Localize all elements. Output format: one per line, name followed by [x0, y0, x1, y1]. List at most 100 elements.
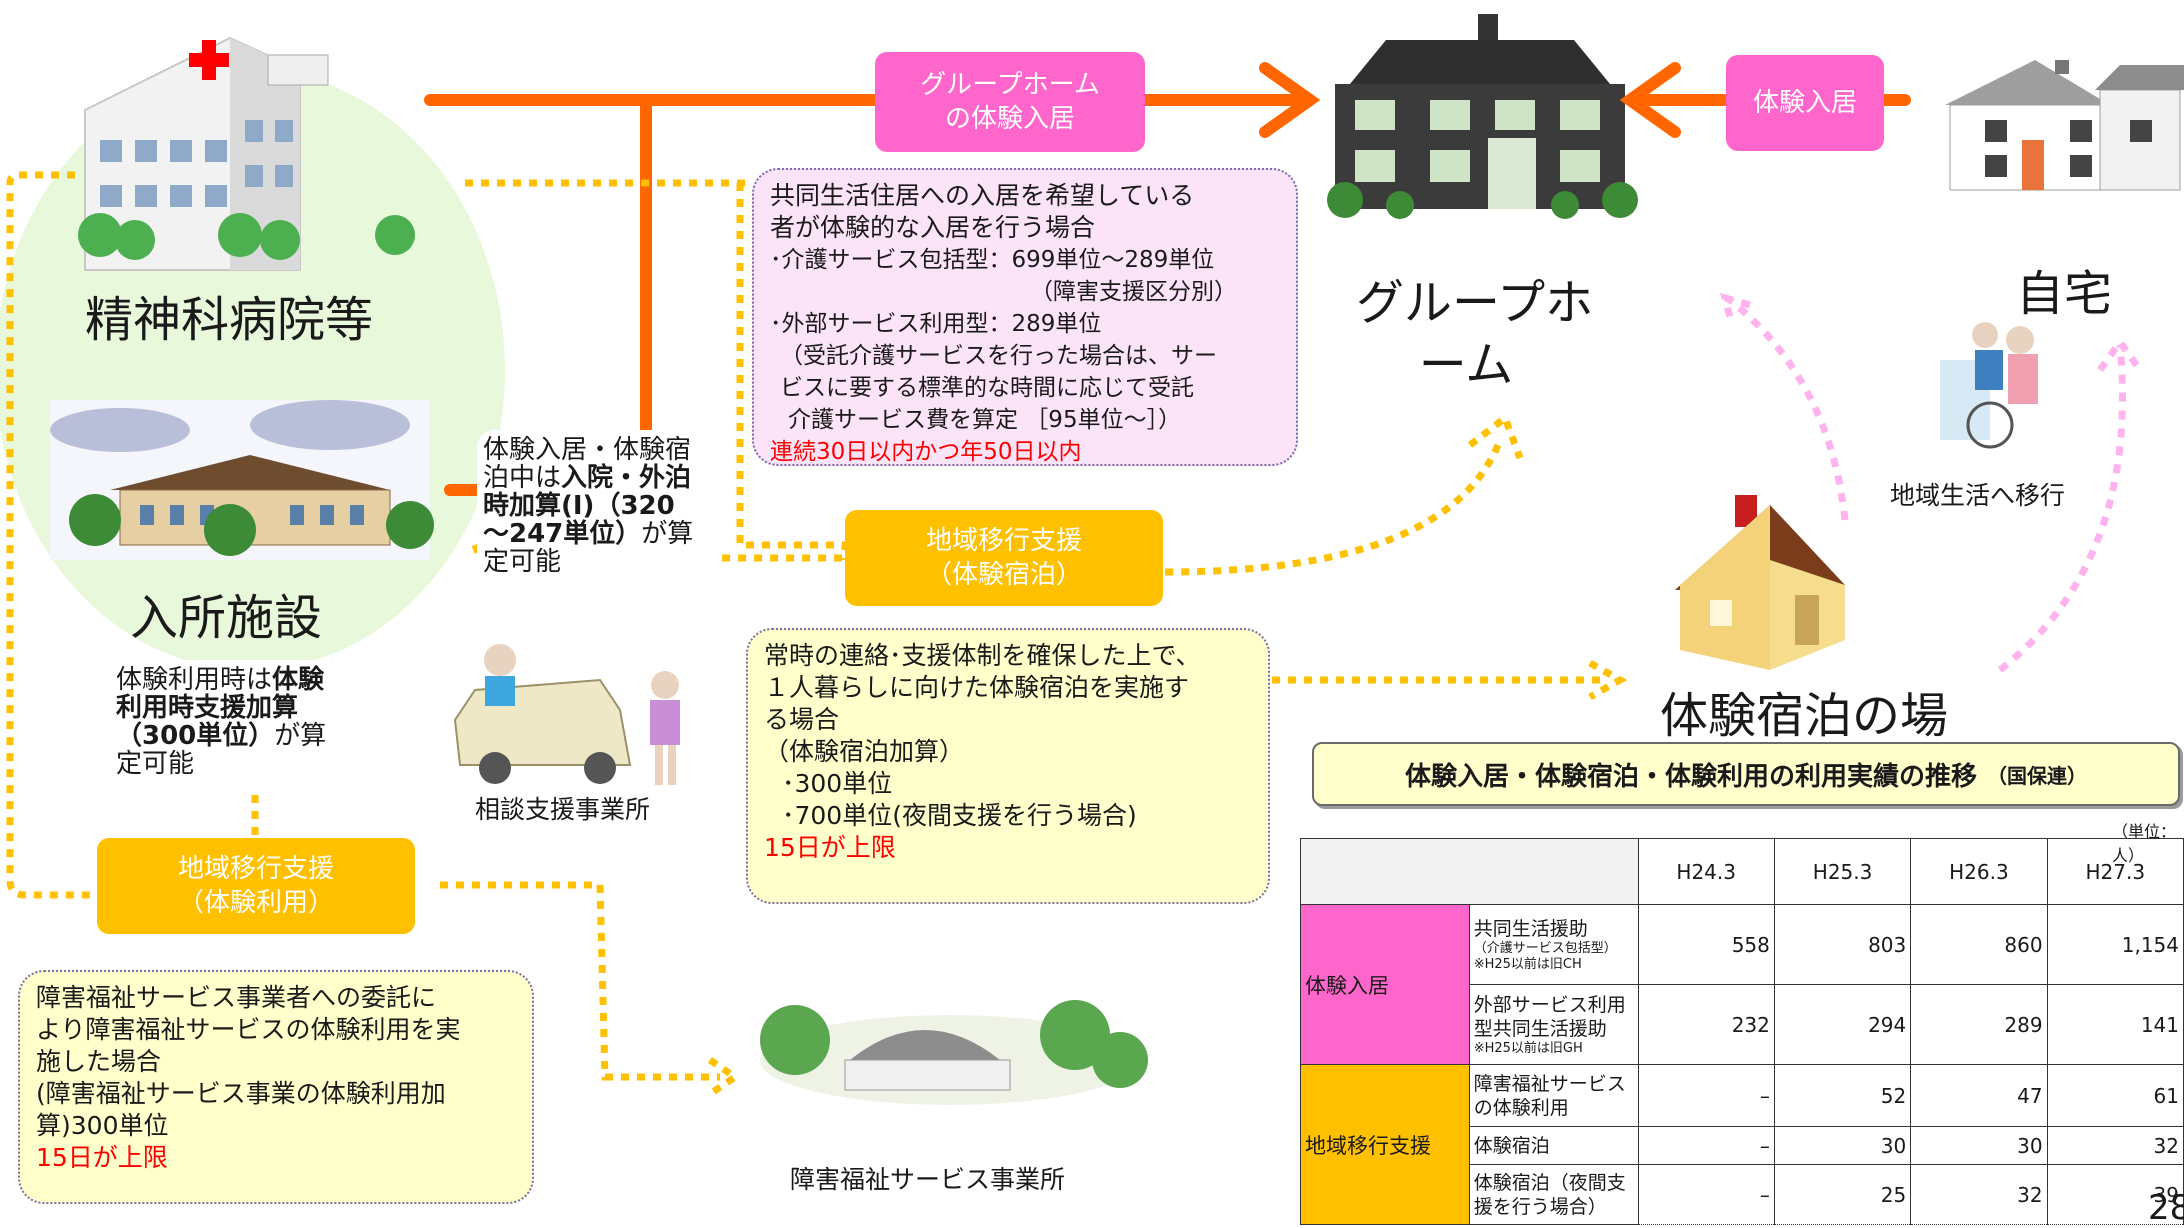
home-house-illustration	[1945, 60, 2184, 191]
table-row-label: 共同生活援助 （介護サービス包括型） ※H25以前は旧CH	[1468, 904, 1639, 985]
stay-box-line: １人暮らしに向けた体験宿泊を実施す	[764, 673, 1190, 702]
consult-office-label: 相談支援事業所	[475, 795, 651, 824]
row-label-text: の体験利用	[1473, 1096, 1569, 1119]
note-line: 泊中は入院・外泊	[483, 464, 715, 492]
community-move-label: 地域生活へ移行	[1890, 481, 2066, 510]
stay-box-line: ･700単位(夜間支援を行う場合)	[782, 801, 1137, 830]
gh-box-line: 介護サービス費を算定 ［95単位～］）	[788, 407, 1182, 433]
table-title-suffix: （国保連）	[1987, 763, 2087, 788]
gh-box-line: 共同生活住居への入居を希望している	[770, 181, 1195, 210]
table-row: 体験宿泊 – 30 30 32	[1301, 1126, 2184, 1165]
facility-illustration	[50, 400, 434, 560]
table-cell: 25	[1773, 1164, 1912, 1225]
table-cell: 47	[1910, 1064, 2048, 1127]
pink-dotted-arrows	[1720, 292, 2143, 673]
table-column-header: H24.3	[1637, 838, 1775, 905]
grouphome-trial-pill: グループホーム の体験入居	[875, 52, 1145, 152]
table-group-label: 地域移行支援	[1300, 1064, 1470, 1225]
table-row: 体験宿泊（夜間支 援を行う場合） – 25 32 39	[1301, 1164, 2184, 1225]
note-line: 定可能	[116, 750, 376, 778]
note-line: （300単位）が算	[116, 722, 376, 750]
table-cell: –	[1637, 1164, 1775, 1225]
stay-box-line: 常時の連絡･支援体制を確保した上で、	[764, 641, 1201, 670]
home-trial-pill-label: 体験入居	[1752, 88, 1857, 118]
row-label-text: 共同生活援助	[1473, 917, 1588, 940]
stay-box-line: ･300単位	[782, 769, 893, 798]
table-header-row: H24.3 H25.3 H26.3 H27.3	[1300, 838, 2184, 905]
table-cell: 294	[1773, 984, 1912, 1065]
table-cell: –	[1637, 1126, 1775, 1165]
grouphome-label: グループホ ーム	[1356, 272, 1593, 396]
table-cell: 232	[1637, 984, 1775, 1065]
row-label-note: ※H25以前は旧CH	[1473, 956, 1582, 972]
trial-stay-pill-line1: 地域移行支援	[925, 526, 1082, 556]
note-text: が算	[641, 519, 694, 549]
consult-car-illustration	[453, 644, 680, 785]
trial-stay-info-box: 常時の連絡･支援体制を確保した上で、 １人暮らしに向けた体験宿泊を実施す る場合…	[746, 628, 1270, 904]
row-label-note: （介護サービス包括型）	[1473, 940, 1617, 956]
note-bold-text: 時加算(Ⅰ)（320	[483, 491, 675, 521]
gh-box-line: 者が体験的な入居を行う場合	[770, 213, 1096, 242]
table-row-label: 体験宿泊（夜間支 援を行う場合）	[1468, 1164, 1639, 1225]
table-row-label: 体験宿泊	[1468, 1126, 1639, 1165]
table-column-header: H26.3	[1910, 838, 2048, 905]
gold-dotted-arrows	[6, 171, 1628, 1097]
note-line: 体験入居・体験宿	[483, 436, 715, 464]
gh-box-line: ･外部サービス利用型：289単位	[770, 311, 1102, 337]
grouphome-label-line2: ーム	[1418, 337, 1514, 393]
use-box-line: 施した場合	[36, 1047, 162, 1076]
use-box-line: (障害福祉サービス事業の体験利用加	[36, 1079, 446, 1108]
table-row-label: 外部サービス利用 型共同生活援助 ※H25以前は旧GH	[1468, 984, 1639, 1065]
note-bold-text: ～247単位）	[483, 519, 642, 549]
note-line: 利用時支援加算	[116, 694, 376, 722]
welfare-office-label: 障害福祉サービス事業所	[790, 1165, 1066, 1194]
note-bold-text: （300単位）	[116, 721, 275, 751]
gh-box-line: ･介護サービス包括型：699単位～289単位	[770, 247, 1215, 273]
facility-addition-note: 体験利用時は体験 利用時支援加算 （300単位）が算 定可能	[110, 660, 382, 794]
page-number: 28	[2148, 1188, 2184, 1228]
table-cell: –	[1637, 1064, 1775, 1127]
gh-box-limit: 連続30日以内かつ年50日以内	[770, 439, 1082, 465]
note-text: 定可能	[116, 749, 195, 779]
table-column-header: H25.3	[1773, 838, 1912, 905]
table-corner-cell	[1300, 838, 1639, 905]
hospital-illustration	[78, 36, 415, 271]
trial-stay-pill-line2: （体験宿泊）	[925, 560, 1082, 590]
table-cell: 289	[1910, 984, 2048, 1065]
grouphome-trial-pill-line1: グループホーム	[920, 70, 1100, 100]
grouphome-trial-pill-line2: の体験入居	[944, 104, 1075, 134]
hospital-addition-note: 体験入居・体験宿 泊中は入院・外泊 時加算(Ⅰ)（320 ～247単位）が算 定…	[477, 430, 721, 588]
trial-use-pill-line2: （体験利用）	[177, 888, 334, 918]
use-box-line: より障害福祉サービスの体験利用を実	[36, 1015, 461, 1044]
usage-results-table: H24.3 H25.3 H26.3 H27.3 体験入居 共同生活援助 （介護サ…	[1300, 838, 2184, 1225]
table-cell: 141	[2046, 984, 2184, 1065]
note-text: が算	[274, 721, 327, 751]
table-cell: 803	[1773, 904, 1912, 985]
facility-label: 入所施設	[130, 590, 323, 646]
use-box-line: 障害福祉サービス事業者への委託に	[36, 983, 437, 1012]
grouphome-trial-info-box: 共同生活住居への入居を希望している 者が体験的な入居を行う場合 ･介護サービス包…	[752, 168, 1298, 466]
trial-use-pill-line1: 地域移行支援	[177, 854, 334, 884]
table-group-label: 体験入居	[1300, 904, 1470, 1065]
note-text: 体験入居・体験宿	[483, 435, 692, 465]
row-label-text: 外部サービス利用	[1473, 993, 1626, 1016]
grouphome-house-illustration	[1327, 14, 1638, 219]
table-title: 体験入居・体験宿泊・体験利用の利用実績の推移	[1404, 761, 1977, 792]
row-label-text: 障害福祉サービス	[1473, 1072, 1626, 1095]
table-column-header: H27.3	[2046, 838, 2184, 905]
row-label-text: 型共同生活援助	[1473, 1017, 1607, 1040]
table-cell: 558	[1637, 904, 1775, 985]
table-cell: 32	[1910, 1164, 2048, 1225]
table-row-label: 障害福祉サービス の体験利用	[1468, 1064, 1639, 1127]
table-row: 外部サービス利用 型共同生活援助 ※H25以前は旧GH 232 294 289 …	[1301, 984, 2184, 1065]
row-label-text: 援を行う場合）	[1473, 1195, 1607, 1218]
stay-box-line: る場合	[764, 705, 840, 734]
wheelchair-illustration	[1940, 322, 2038, 449]
use-box-limit: 15日が上限	[36, 1143, 168, 1172]
table-cell: 30	[1773, 1126, 1912, 1165]
stay-box-limit: 15日が上限	[764, 833, 896, 862]
note-bold-text: 体験	[272, 665, 325, 695]
trial-stay-pill: 地域移行支援 （体験宿泊）	[845, 510, 1163, 606]
row-label-text: 体験宿泊（夜間支	[1473, 1171, 1626, 1194]
